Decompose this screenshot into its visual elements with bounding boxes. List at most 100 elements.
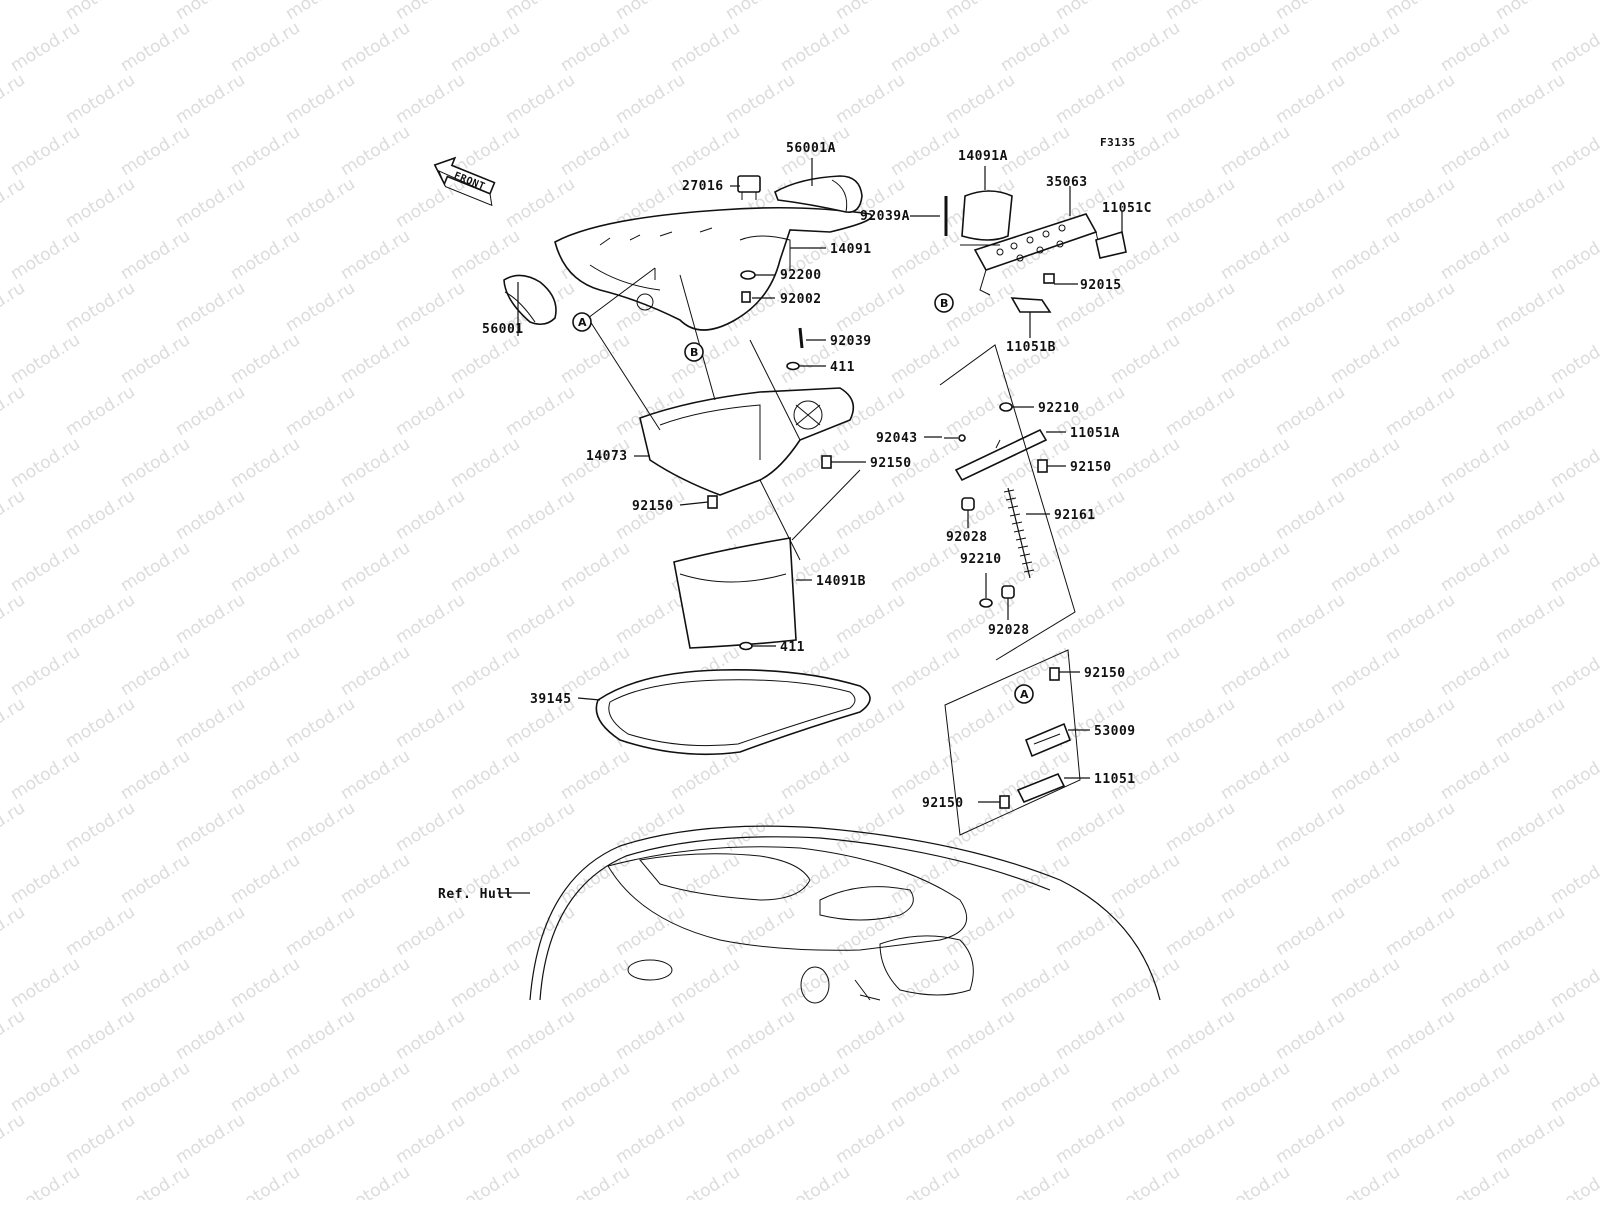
svg-text:A: A <box>578 316 587 329</box>
watermark-text: motod.ru <box>172 590 249 648</box>
watermark-text: motod.ru <box>62 798 139 856</box>
watermark-text: motod.ru <box>337 434 414 492</box>
watermark-text: motod.ru <box>117 954 194 1012</box>
watermark-text: motod.ru <box>1217 1058 1294 1116</box>
callout-11051A: 11051A <box>1070 426 1120 441</box>
watermark-text: motod.ru <box>997 850 1074 908</box>
watermark-text: motod.ru <box>1327 226 1404 284</box>
watermark-text: motod.ru <box>887 954 964 1012</box>
watermark-text: motod.ru <box>1162 1110 1239 1168</box>
watermark-text: motod.ru <box>1547 746 1600 804</box>
watermark-text: motod.ru <box>282 798 359 856</box>
cap-11051C-part <box>1095 230 1127 259</box>
watermark-text: motod.ru <box>1272 694 1349 752</box>
watermark-text: motod.ru <box>62 278 139 336</box>
watermark-text: motod.ru <box>227 18 304 76</box>
pad-14091A-part <box>961 190 1013 241</box>
watermark-text: motod.ru <box>1162 70 1239 128</box>
callout-92039A: 92039A <box>860 209 910 224</box>
watermark-text: motod.ru <box>667 18 744 76</box>
watermark-text: motod.ru <box>227 642 304 700</box>
watermark-text: motod.ru <box>557 18 634 76</box>
watermark-text: motod.ru <box>502 798 579 856</box>
watermark-text: motod.ru <box>997 642 1074 700</box>
watermark-text: motod.ru <box>1327 434 1404 492</box>
watermark-text: motod.ru <box>1437 330 1514 388</box>
watermark-text: motod.ru <box>832 1110 909 1168</box>
ref-marker-a-1: A <box>572 312 592 332</box>
watermark-text: motod.ru <box>282 70 359 128</box>
watermark-text: motod.ru <box>502 382 579 440</box>
watermark-text: motod.ru <box>172 1110 249 1168</box>
watermark-text: motod.ru <box>1382 382 1459 440</box>
seat-cover-part <box>554 206 873 331</box>
callout-14091B: 14091B <box>816 574 866 589</box>
watermark-text: motod.ru <box>1547 1058 1600 1116</box>
watermark-text: motod.ru <box>7 330 84 388</box>
washer-411-b <box>739 641 753 651</box>
watermark-text: motod.ru <box>447 1162 524 1200</box>
watermark-text: motod.ru <box>282 1110 359 1168</box>
watermark-text: motod.ru <box>1272 1006 1349 1064</box>
watermark-text: motod.ru <box>1107 1058 1184 1116</box>
callout-14073: 14073 <box>586 449 628 464</box>
watermark-text: motod.ru <box>7 226 84 284</box>
watermark-text: motod.ru <box>337 746 414 804</box>
watermark-text: motod.ru <box>887 122 964 180</box>
bushing-92028-a <box>961 497 975 511</box>
watermark-text: motod.ru <box>282 174 359 232</box>
watermark-text: motod.ru <box>282 902 359 960</box>
bolt-92002 <box>741 291 751 303</box>
watermark-text: motod.ru <box>282 486 359 544</box>
watermark-text: motod.ru <box>887 226 964 284</box>
callout-14091: 14091 <box>830 242 872 257</box>
watermark-text: motod.ru <box>1492 278 1569 336</box>
watermark-text: motod.ru <box>502 1110 579 1168</box>
watermark-text: motod.ru <box>447 1058 524 1116</box>
watermark-text: motod.ru <box>227 746 304 804</box>
watermark-text: motod.ru <box>1217 122 1294 180</box>
callout-53009: 53009 <box>1094 724 1136 739</box>
watermark-text: motod.ru <box>1052 902 1129 960</box>
watermark-text: motod.ru <box>1107 954 1184 1012</box>
watermark-text: motod.ru <box>392 902 469 960</box>
callout-11051B: 11051B <box>1006 340 1056 355</box>
callout-92150-a: 92150 <box>870 456 912 471</box>
watermark-text: motod.ru <box>337 642 414 700</box>
watermark-text: motod.ru <box>337 954 414 1012</box>
watermark-text: motod.ru <box>1382 174 1459 232</box>
watermark-text: motod.ru <box>1217 746 1294 804</box>
seal-39145-part <box>595 669 871 756</box>
watermark-text: motod.ru <box>117 330 194 388</box>
watermark-text: motod.ru <box>612 798 689 856</box>
callout-92150-e: 92150 <box>922 796 964 811</box>
watermark-text: motod.ru <box>337 122 414 180</box>
watermark-text: motod.ru <box>337 330 414 388</box>
watermark-text: motod.ru <box>1382 694 1459 752</box>
watermark-text: motod.ru <box>1327 122 1404 180</box>
watermark-text: motod.ru <box>887 18 964 76</box>
watermark-text: motod.ru <box>1492 902 1569 960</box>
watermark-text: motod.ru <box>997 18 1074 76</box>
watermark-text: motod.ru <box>1272 174 1349 232</box>
watermark-text: motod.ru <box>392 1110 469 1168</box>
watermark-text: motod.ru <box>1272 798 1349 856</box>
watermark-text: motod.ru <box>1492 174 1569 232</box>
watermark-text: motod.ru <box>1382 486 1459 544</box>
watermark-text: motod.ru <box>1327 746 1404 804</box>
watermark-text: motod.ru <box>7 434 84 492</box>
watermark-text: motod.ru <box>1327 954 1404 1012</box>
callout-14091A: 14091A <box>958 149 1008 164</box>
watermark-text: motod.ru <box>282 694 359 752</box>
watermark-text: motod.ru <box>337 538 414 596</box>
watermark-text: motod.ru <box>1162 278 1239 336</box>
svg-text:B: B <box>940 297 948 310</box>
figure-code: F3135 <box>1100 136 1136 149</box>
watermark-text: motod.ru <box>557 850 634 908</box>
watermark-text: motod.ru <box>777 18 854 76</box>
watermark-text: motod.ru <box>392 798 469 856</box>
watermark-text: motod.ru <box>1547 538 1600 596</box>
watermark-text: motod.ru <box>1217 1162 1294 1200</box>
watermark-text: motod.ru <box>62 694 139 752</box>
